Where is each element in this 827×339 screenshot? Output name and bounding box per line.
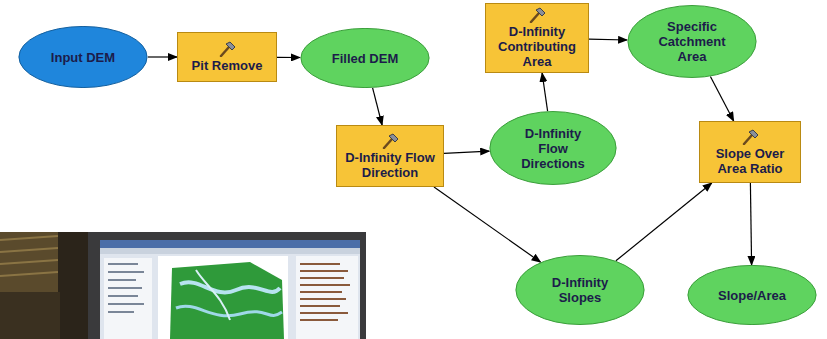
- hammer-icon: [379, 133, 401, 149]
- output-ellipse: Filled DEM: [300, 28, 430, 88]
- flow-arrow: [710, 77, 733, 122]
- flow-arrow: [542, 73, 548, 111]
- hammer-icon: [526, 7, 548, 23]
- output-ellipse: D-Infinity Slopes: [515, 255, 645, 325]
- node-label: Input DEM: [51, 50, 115, 65]
- node-label: Slope Over Area Ratio: [708, 146, 792, 176]
- node-label: Specific Catchment Area: [652, 19, 732, 64]
- flow-arrow: [589, 39, 627, 41]
- node-label: Filled DEM: [332, 51, 398, 66]
- output-ellipse: Slope/Area: [687, 265, 817, 325]
- node-label: Slope/Area: [718, 288, 786, 303]
- input-ellipse: Input DEM: [18, 26, 148, 88]
- tool-box: D-Infinity Contributing Area: [485, 3, 589, 73]
- node-label: D-Infinity Flow Directions: [513, 126, 593, 171]
- hammer-icon: [739, 129, 761, 145]
- flow-arrow: [277, 57, 300, 58]
- output-ellipse: D-Infinity Flow Directions: [489, 111, 617, 185]
- flow-arrow: [444, 151, 489, 153]
- tool-box: Slope Over Area Ratio: [699, 121, 801, 183]
- tool-box: D-Infinity Flow Direction: [336, 125, 444, 187]
- output-ellipse: Specific Catchment Area: [627, 5, 757, 78]
- node-label: D-Infinity Flow Direction: [342, 150, 438, 180]
- node-label: Pit Remove: [192, 58, 263, 73]
- flow-arrow: [616, 183, 712, 261]
- flow-arrow: [434, 187, 541, 262]
- tool-box: Pit Remove: [177, 32, 277, 82]
- node-label: D-Infinity Contributing Area: [491, 24, 583, 69]
- flow-arrow: [750, 183, 751, 265]
- flow-arrow: [148, 56, 177, 57]
- flow-arrow: [373, 88, 383, 125]
- hammer-icon: [216, 41, 238, 57]
- node-label: D-Infinity Slopes: [540, 275, 620, 305]
